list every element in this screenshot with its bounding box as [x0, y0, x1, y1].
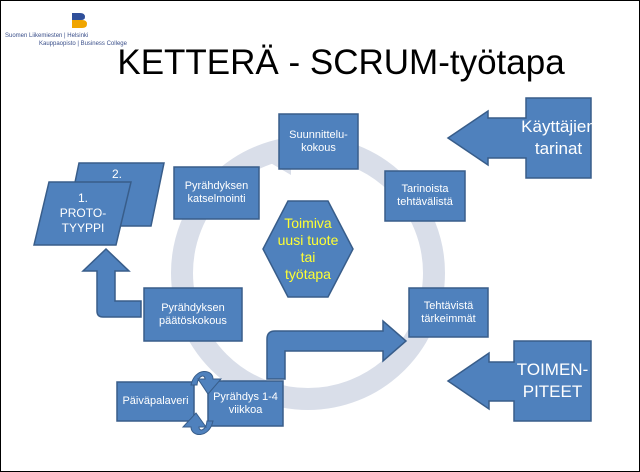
box-tehtavista	[408, 287, 489, 338]
box-suunnittelu	[278, 113, 359, 170]
logo-text-line2: Kauppaopisto | Business College	[39, 41, 127, 47]
step-paivapalaveri-label: Päiväpalaveri	[122, 395, 189, 407]
step-katselmointi-label: Pyrähdyksen katselmointi	[184, 180, 249, 205]
logo-text-line1: Suomen Liikemiesten | Helsinki	[5, 33, 89, 39]
arrow-toimenpiteet	[446, 340, 592, 422]
prototype-1-shape	[33, 181, 132, 246]
box-katselmointi	[173, 166, 260, 220]
step-pyrahdys-label: Pyrähdys 1-4 viikkoa	[213, 390, 278, 416]
input-kayttajien-label: Käyttäjien tarinat	[521, 117, 596, 158]
slide-title: KETTERÄ - SCRUM-työtapa	[117, 43, 565, 82]
center-hexagon	[262, 200, 354, 298]
box-tarinoista	[384, 170, 466, 222]
box-pyrahdys	[207, 380, 284, 427]
box-paatoskokous	[143, 287, 243, 342]
center-label: Toimiva uusi tuote tai työtapa	[277, 215, 339, 282]
arrow-kayttajien-tarinat	[446, 97, 592, 179]
input-toimenpiteet-label: TOIMEN- PITEET	[516, 360, 589, 401]
prototype-2-label: 2.	[111, 166, 122, 181]
step-suunnittelu-label: Suunnittelu- kokous	[289, 128, 348, 154]
logo-mark-icon	[72, 13, 87, 28]
bent-arrow-to-tehtavista	[266, 319, 408, 380]
school-logo: Suomen Liikemiesten | Helsinki Kauppaopi…	[5, 9, 155, 59]
loop-arrow-top	[190, 371, 223, 395]
loop-arrow-bottom	[181, 412, 214, 435]
step-tarinoista-label: Tarinoista tehtävälistä	[397, 183, 453, 208]
step-paatoskokous-label: Pyrähdyksen päätöskokous	[159, 301, 227, 327]
box-paivapalaveri	[116, 381, 195, 422]
prototype-1-label: 1. PROTO- TYYPPI	[59, 191, 107, 235]
step-tehtavista-label: Tehtävistä tärkeimmät	[421, 299, 476, 325]
bent-arrow-to-prototypes	[81, 247, 142, 318]
